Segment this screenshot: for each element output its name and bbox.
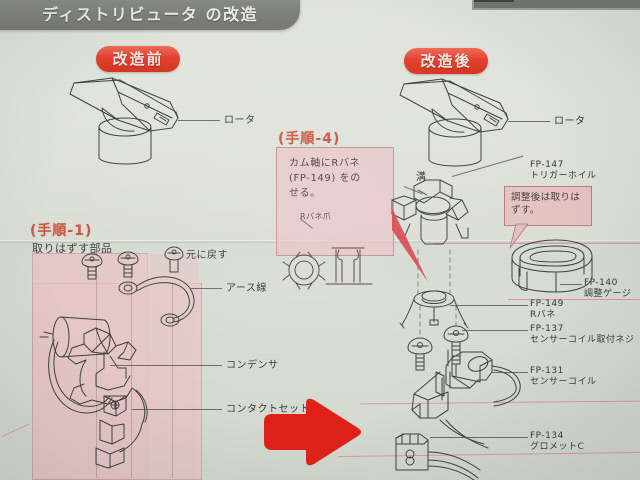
badge-before-modification: 改造前 [96, 46, 180, 72]
page-title: ディストリビュータ の改造 [42, 1, 258, 25]
panel-guide-line [172, 284, 173, 478]
leader-fp149 [450, 305, 528, 306]
part-label-fp134: FP-134 グロメットC [530, 431, 584, 453]
leader-rotor-right [508, 121, 550, 122]
label-restore: 元に戻す [186, 250, 228, 261]
top-dark-strip [474, 0, 514, 2]
badge-before-label: 改造前 [112, 50, 163, 68]
page-title-bar: ディストリビュータ の改造 [0, 0, 300, 30]
process-flow-arrow [264, 398, 361, 466]
part-label-fp137: FP-137 センサーコイル取付ネジ [530, 324, 635, 346]
step4-body-line3: せる。 [289, 188, 321, 199]
part-label-fp131: FP-131 センサーコイル [530, 366, 597, 388]
part-name: センサーコイル [530, 377, 597, 388]
part-code: FP-149 [530, 299, 564, 310]
step4-instruction-box: カム軸にRバネ (FP-149) をの せる。 Rバネ爪 [276, 147, 394, 256]
panel-guide-line [131, 266, 132, 478]
step4-body-line1: カム軸にRバネ [289, 158, 360, 169]
step1-title: (手順-1) [30, 220, 92, 240]
part-name: グロメットC [530, 442, 584, 453]
badge-after-modification: 改造後 [404, 48, 488, 74]
part-name: Rバネ [530, 310, 564, 321]
step4-body-line2: (FP-149) をの [289, 173, 361, 184]
part-name: センサーコイル取付ネジ [530, 335, 635, 346]
leader-fp134 [430, 437, 528, 438]
part-code: FP-140 [584, 278, 631, 289]
label-ground-wire: アース線 [226, 283, 267, 294]
leader-contact-set [132, 409, 222, 410]
part-label-fp149: FP-149 Rバネ [530, 299, 564, 321]
callout-line2: ずす。 [511, 205, 540, 216]
adjustment-gauge-callout: 調整後は取りは ずす。 [504, 186, 592, 226]
leader-fp137 [462, 330, 528, 331]
leader-rotor-left [178, 120, 220, 121]
leader-fp140 [560, 284, 582, 285]
part-code: FP-131 [530, 366, 597, 377]
label-rotor-left: ロータ [224, 115, 256, 126]
label-rotor-right: ロータ [554, 116, 586, 127]
step1-subtitle: 取りはずす部品 [32, 240, 113, 256]
part-code: FP-147 [530, 160, 597, 171]
leader-condenser [110, 365, 222, 366]
callout-text: 調整後は取りは ずす。 [511, 191, 580, 217]
ruled-line [508, 299, 640, 300]
step4-inner-label: Rバネ爪 [300, 211, 331, 222]
leader-fp131 [492, 372, 528, 373]
step4-title: (手順-4) [278, 128, 340, 148]
part-name: 調整ゲージ [584, 289, 631, 300]
callout-line1: 調整後は取りは [511, 192, 580, 203]
leader-ground-wire [190, 288, 222, 289]
part-name: トリガーホイル [530, 171, 597, 182]
label-groove: 溝 [416, 172, 427, 183]
badge-after-label: 改造後 [420, 52, 471, 70]
part-label-fp140: FP-140 調整ゲージ [584, 278, 631, 300]
part-label-fp147: FP-147 トリガーホイル [530, 160, 597, 182]
label-condenser: コンデンサ [226, 360, 279, 371]
label-contact-set: コンタクトセット [226, 404, 310, 415]
part-code: FP-134 [530, 431, 584, 442]
part-code: FP-137 [530, 324, 635, 335]
top-gray-strip [472, 0, 640, 10]
